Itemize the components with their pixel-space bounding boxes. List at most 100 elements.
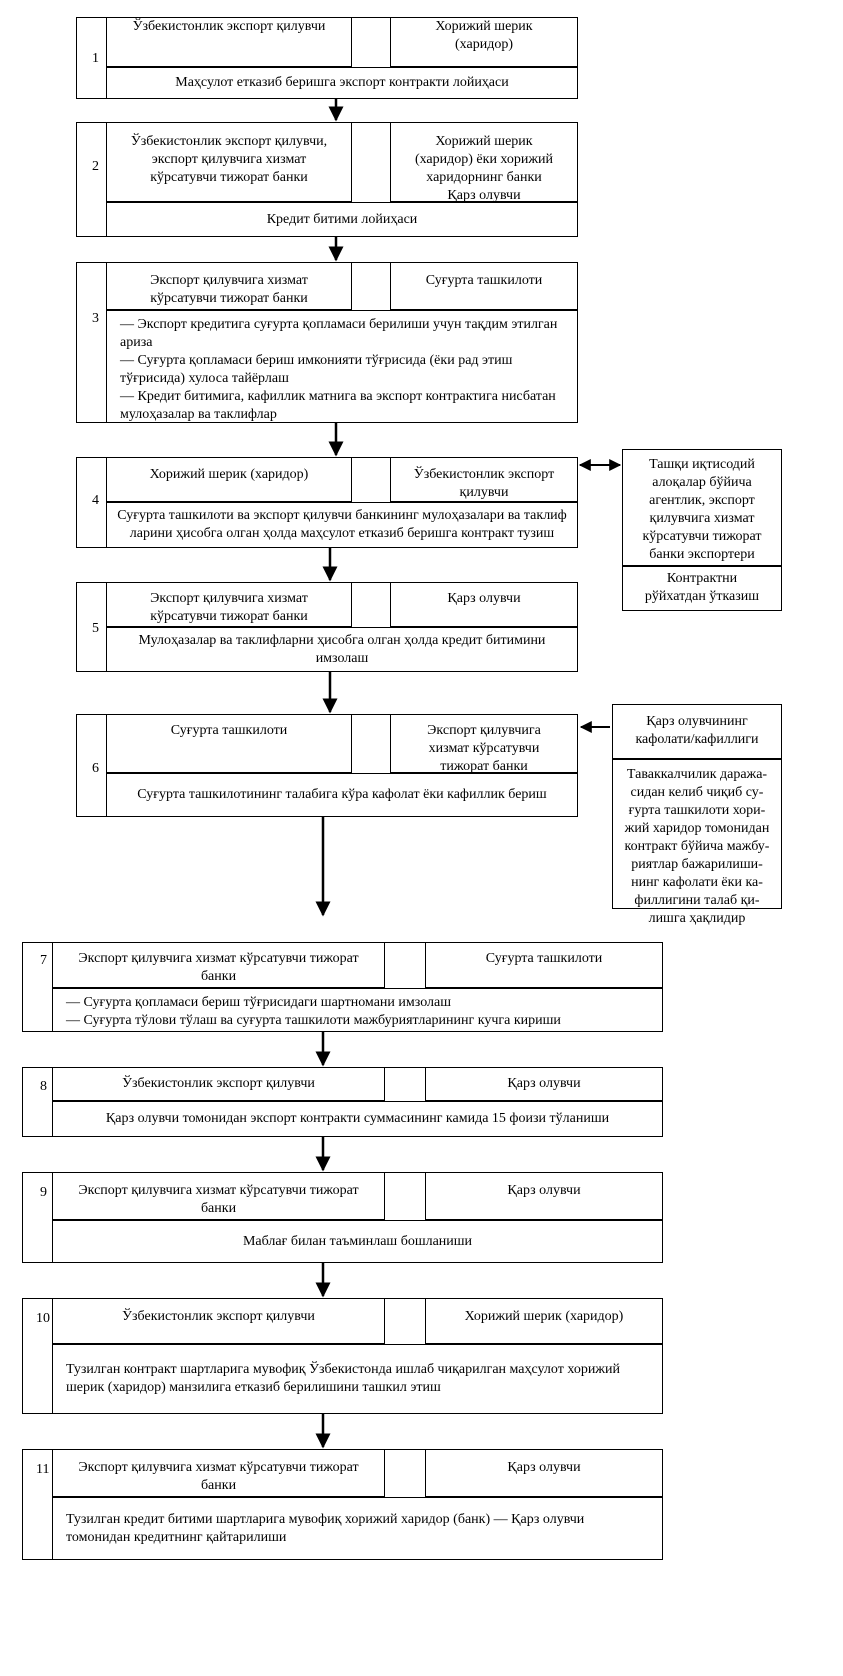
step-6-right-text-line: тижорат банки <box>440 759 528 774</box>
step-9-bottom-text: Маблағ билан таъминлаш бошланиши <box>52 1233 663 1251</box>
step-3-left-text-line: Экспорт қилувчига хизмат <box>150 273 308 288</box>
step-8-right-text-line: Қарз олувчи <box>507 1076 581 1091</box>
step-8-left-box <box>52 1067 385 1101</box>
step-10-right-box <box>425 1298 663 1344</box>
step-1-right-text-line: (харидор) <box>455 37 513 52</box>
step-2-left-text-line: экспорт қилувчига хизмат <box>151 152 307 167</box>
step-number: 2 <box>92 159 99 174</box>
guarantee-note-line: нинг кафолати ёки ка- <box>631 875 763 890</box>
step-9-left-text-line: банки <box>200 1201 237 1216</box>
step-10-bottom-text-line: шерик (харидор) манзилига етказиб берили… <box>66 1380 441 1395</box>
step-11-left-text-line: Экспорт қилувчига хизмат кўрсатувчи тижо… <box>78 1460 359 1475</box>
step-5-left-text-line: Экспорт қилувчига хизмат <box>150 591 308 606</box>
guarantee-note: Таваккалчилик даража-сидан келиб чиқиб с… <box>612 766 782 928</box>
guarantee-note-line: филлигини талаб қи- <box>634 893 760 908</box>
step-10-bottom-text-line: Тузилган контракт шартларига мувофиқ Ўзб… <box>66 1362 620 1377</box>
step-7-bottom-text: — Суғурта қопламаси бериш тўғрисидаги ша… <box>66 994 561 1030</box>
step-11-left-text-line: банки <box>200 1478 237 1493</box>
step-10-bottom-text: Тузилган контракт шартларига мувофиқ Ўзб… <box>66 1361 620 1397</box>
step-11-right-text: Қарз олувчи <box>425 1459 663 1477</box>
step-6-right-box <box>390 714 578 773</box>
step-3-left-box <box>106 262 352 310</box>
step-6-bottom-text-line: Суғурта ташкилотининг талабига кўра кафо… <box>137 787 547 802</box>
step-6-bottom-text: Суғурта ташкилотининг талабига кўра кафо… <box>106 786 578 804</box>
step-5-bottom-text-line: Мулоҳазалар ва таклифларни ҳисобга олган… <box>138 632 546 648</box>
step-11-right-text-line: Қарз олувчи <box>507 1460 581 1475</box>
guarantee-note-line: Таваккалчилик даража- <box>626 767 768 782</box>
step-2-right-text-line: Хорижий шерик <box>435 134 533 149</box>
agency-title-line: банки экспортери <box>649 547 755 562</box>
step-2-right-text-line: харидорнинг банки <box>426 170 542 185</box>
step-7-bottom-box <box>52 988 663 1032</box>
step-7-left-text: Экспорт қилувчига хизмат кўрсатувчи тижо… <box>52 950 385 986</box>
step-4-bottom-box <box>106 502 578 548</box>
step-2-bottom-box <box>106 202 578 237</box>
step-number: 1 <box>92 51 99 66</box>
step-4-left-text: Хорижий шерик (харидор) <box>106 466 352 484</box>
step-number: 6 <box>92 761 99 776</box>
agency-title-line: Ташқи иқтисодий <box>649 457 755 472</box>
step-2-right-box <box>390 122 578 202</box>
step-5-right-box <box>390 582 578 627</box>
step-10-right-text-line: Хорижий шерик (харидор) <box>464 1309 624 1324</box>
step-11-bottom-text-line: Тузилган кредит битими шартларига мувофи… <box>66 1511 585 1527</box>
step-8-right-box <box>425 1067 663 1101</box>
step-8-bottom-box <box>52 1101 663 1137</box>
step-2-bottom-text: Кредит битими лойиҳаси <box>106 211 578 229</box>
step-number: 7 <box>40 953 47 968</box>
step-7-right-text-line: Суғурта ташкилоти <box>485 951 603 966</box>
agency-box <box>622 449 782 566</box>
step-1-right-text-line: Хорижий шерик <box>435 19 533 34</box>
step-1-left-text: Ўзбекистонлик экспорт қилувчи <box>106 18 352 36</box>
step-3-bottom-text-line: — Суғурта қопламаси бериш имконияти тўғр… <box>120 353 513 368</box>
step-number: 3 <box>92 311 99 326</box>
step-2-left-text-line: Ўзбекистонлик экспорт қилувчи, <box>130 134 328 149</box>
step-number: 4 <box>92 493 99 508</box>
step-5-bottom-box <box>106 627 578 672</box>
step-2-left-box <box>106 122 352 202</box>
step-11-bottom-box <box>52 1497 663 1560</box>
step-11-left-box <box>52 1449 385 1497</box>
step-5-left-box <box>106 582 352 627</box>
guarantee-note-box <box>612 759 782 909</box>
step-5-right-text-line: Қарз олувчи <box>447 591 521 606</box>
step-number: 11 <box>36 1462 50 1477</box>
step-3-bottom-box <box>106 310 578 423</box>
step-2-bottom-text-line: Кредит битими лойиҳаси <box>266 211 418 227</box>
step-11-bottom-text: Тузилган кредит битими шартларига мувофи… <box>66 1511 584 1547</box>
step-8-left-text-line: Ўзбекистонлик экспорт қилувчи <box>122 1076 315 1091</box>
step-7-bottom-text-line: — Суғурта қопламаси бериш тўғрисидаги ша… <box>66 995 451 1010</box>
step-6-right-text-line: хизмат кўрсатувчи <box>428 741 540 756</box>
step-7-right-text: Суғурта ташкилоти <box>425 950 663 968</box>
step-9-right-box <box>425 1172 663 1220</box>
step-2-right-text-line: Қарз олувчи <box>447 188 521 203</box>
step-1-right-box <box>390 17 578 67</box>
step-4-left-box <box>106 457 352 502</box>
step-1-left-text-line: Ўзбекистонлик экспорт қилувчи <box>132 19 326 34</box>
step-3-bottom-text-line: тўғрисида) хулоса тайёрлаш <box>120 371 289 386</box>
step-3-bottom-text-line: — Кредит битимига, кафиллик матнига ва э… <box>120 389 556 404</box>
step-3-bottom-text-line: — Экспорт кредитига суғурта қопламаси бе… <box>120 317 558 332</box>
step-1-left-box <box>106 17 352 67</box>
agency-title-line: қилувчига хизмат <box>649 511 755 526</box>
step-9-bottom-text-line: Маблағ билан таъминлаш бошланиши <box>242 1233 473 1249</box>
step-1-bottom-box <box>106 67 578 99</box>
step-9-right-text: Қарз олувчи <box>425 1182 663 1200</box>
step-10-left-text: Ўзбекистонлик экспорт қилувчи <box>52 1308 385 1326</box>
step-7-left-text-line: банки <box>200 969 237 984</box>
step-10-bottom-box <box>52 1344 663 1414</box>
step-4-right-text-line: қилувчи <box>459 485 509 500</box>
step-4-left-text-line: Хорижий шерик (харидор) <box>149 467 309 482</box>
guarantee-box <box>612 704 782 759</box>
step-number: 8 <box>40 1079 47 1094</box>
step-8-left-text: Ўзбекистонлик экспорт қилувчи <box>52 1075 385 1093</box>
step-7-right-box <box>425 942 663 988</box>
step-11-right-box <box>425 1449 663 1497</box>
guarantee-note-line: риятлар бажарилиши- <box>631 857 763 872</box>
step-6-bottom-box <box>106 773 578 817</box>
